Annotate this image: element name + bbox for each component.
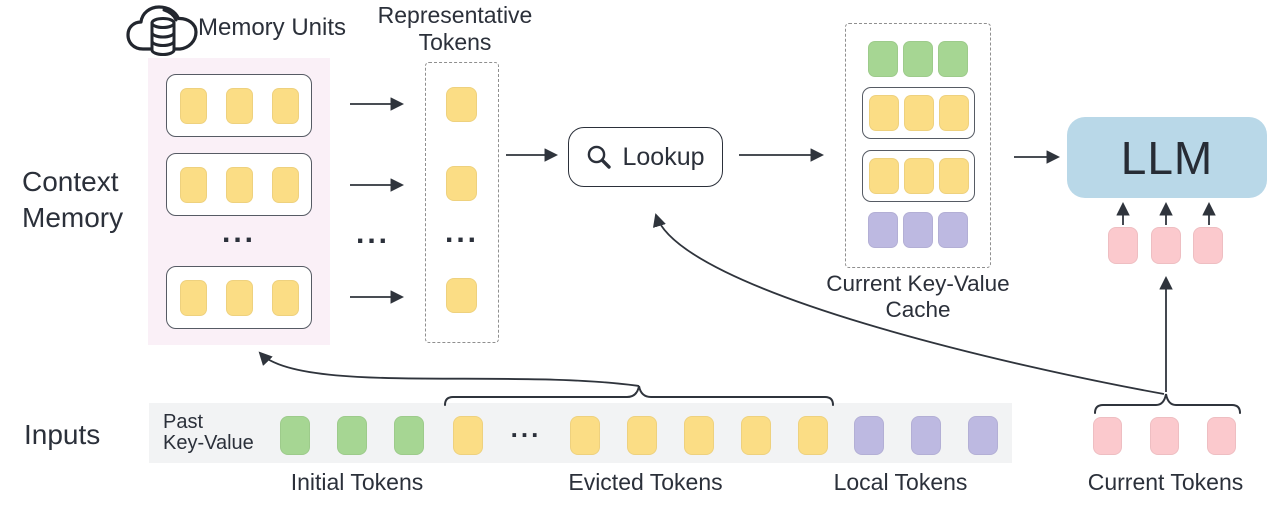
past-kv-line2: Key-Value [163, 432, 254, 454]
representative-tokens-heading: Representative Tokens [365, 2, 545, 56]
evicted-tokens-label: Evicted Tokens [568, 469, 723, 495]
past-kv-line1: Past [163, 411, 204, 433]
pink-token [1093, 417, 1122, 455]
yellow-token [446, 87, 477, 122]
representative-token-slot [446, 278, 477, 313]
yellow-token [179, 279, 207, 316]
green-token [903, 41, 933, 77]
memory-unit-row [166, 266, 312, 329]
context-label-line1: Context [22, 166, 119, 197]
context-memory-panel: ... [148, 58, 330, 345]
representative-token-slot [446, 87, 477, 122]
current-kv-cache-label: Current Key-Value Cache [823, 271, 1013, 323]
purple-token [903, 212, 933, 248]
yellow-token [903, 158, 934, 194]
evicted-tokens-tail [570, 416, 828, 455]
green-token [938, 41, 968, 77]
yellow-token [271, 279, 299, 316]
llm-current-tokens [1108, 227, 1223, 264]
yellow-token [271, 166, 299, 203]
brace-current-tokens [1094, 393, 1241, 414]
local-tokens-group [854, 416, 998, 455]
between-ellipsis: ... [355, 217, 390, 250]
yellow-token [938, 95, 969, 131]
yellow-token [741, 416, 771, 455]
green-token [868, 41, 898, 77]
purple-token [868, 212, 898, 248]
context-label-line2: Memory [22, 202, 124, 233]
db-cylinder-lines [150, 21, 176, 56]
representative-token-slot [446, 166, 477, 201]
yellow-token [453, 416, 483, 455]
yellow-token [798, 416, 828, 455]
yellow-token [271, 87, 299, 124]
cache-label-line2: Cache [885, 297, 951, 322]
representative-heading-line1: Representative [377, 2, 533, 28]
purple-token [854, 416, 884, 455]
context-memory-label: Context Memory [22, 164, 123, 236]
yellow-token [570, 416, 600, 455]
initial-tokens-label: Initial Tokens [290, 469, 424, 495]
search-icon [588, 145, 612, 169]
green-token [280, 416, 310, 455]
purple-token [968, 416, 998, 455]
yellow-token [868, 158, 899, 194]
yellow-token [225, 87, 253, 124]
inputs-label: Inputs [24, 419, 101, 450]
local-tokens-label: Local Tokens [833, 469, 968, 495]
llm-label: LLM [1120, 131, 1214, 184]
arrow-evicted-to-memory [258, 351, 640, 387]
yellow-token [225, 166, 253, 203]
initial-tokens-group [280, 416, 424, 455]
evicted-ellipsis: ... [510, 413, 542, 443]
memory-units-cloud-db-icon [126, 5, 198, 56]
representative-tokens-box: ... [425, 62, 499, 343]
yellow-token [627, 416, 657, 455]
yellow-token [903, 95, 934, 131]
lookup-box: Lookup [568, 127, 723, 187]
pink-token [1150, 417, 1179, 455]
yellow-token [179, 166, 207, 203]
current-tokens-label: Current Tokens [1087, 469, 1244, 495]
db-body-mask [152, 23, 174, 55]
yellow-token [446, 166, 477, 201]
pink-token [1207, 417, 1236, 455]
cache-memory-unit [862, 150, 975, 202]
representative-ellipsis: ... [444, 216, 479, 249]
purple-token [938, 212, 968, 248]
yellow-token [179, 87, 207, 124]
cloud-inner-arc [162, 8, 178, 22]
past-key-value-label: Past Key-Value [163, 412, 254, 454]
cache-label-line1: Current Key-Value [826, 271, 1010, 296]
yellow-token [938, 158, 969, 194]
cache-initial-tokens [868, 41, 968, 77]
green-token [394, 416, 424, 455]
lookup-label: Lookup [622, 142, 705, 171]
purple-token [911, 416, 941, 455]
memory-unit-row [166, 153, 312, 216]
llm-box: LLM [1067, 117, 1267, 198]
cache-local-tokens [868, 212, 968, 248]
yellow-token [446, 278, 477, 313]
pink-token [1193, 227, 1223, 264]
memory-unit-row [166, 74, 312, 137]
green-token [337, 416, 367, 455]
representative-heading-line2: Tokens [418, 29, 492, 55]
cache-memory-unit [862, 87, 975, 139]
yellow-token [684, 416, 714, 455]
evicted-tokens-head [453, 416, 483, 455]
pink-token [1150, 227, 1181, 264]
cloud-outline [126, 5, 198, 51]
yellow-token [868, 95, 899, 131]
memory-ellipsis: ... [221, 216, 256, 249]
yellow-token [225, 279, 253, 316]
db-top-ellipse [150, 17, 176, 29]
pink-token [1108, 227, 1138, 264]
memory-units-label: Memory Units [198, 14, 347, 41]
current-kv-cache-box [845, 23, 991, 268]
current-tokens-group [1093, 417, 1236, 455]
